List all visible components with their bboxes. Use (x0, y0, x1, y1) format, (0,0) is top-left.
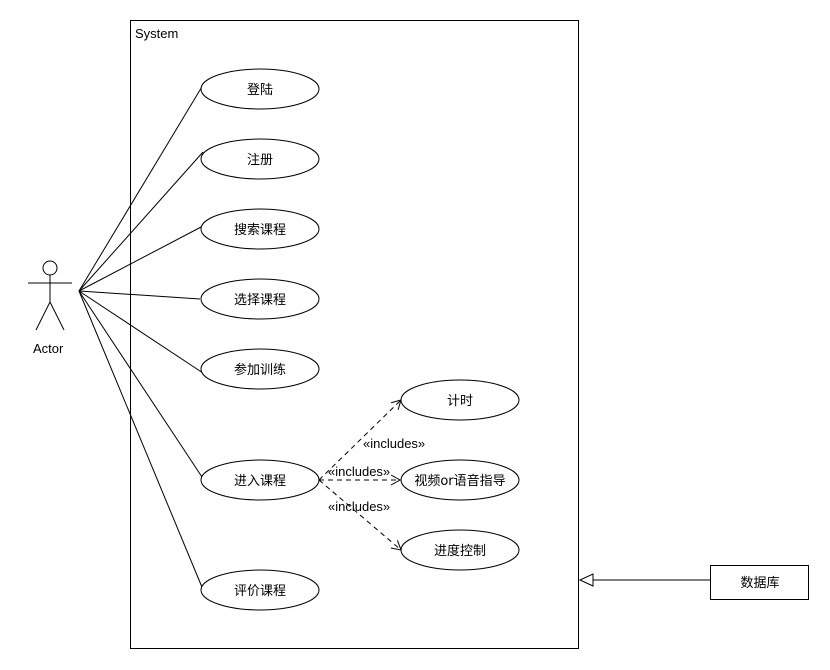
use-case-guidance[interactable]: 视频or语音指导 (400, 459, 520, 501)
include-label-progress: «includes» (328, 499, 390, 514)
use-case-enter-course[interactable]: 进入课程 (200, 459, 320, 501)
use-case-register-label: 注册 (247, 153, 273, 168)
use-case-rate-course-ellipse (200, 569, 320, 611)
use-case-progress-control-label: 进度控制 (434, 543, 486, 559)
actor-label: Actor (33, 341, 64, 356)
association-login (78, 84, 204, 292)
use-case-rate-course-label: 评价课程 (234, 584, 286, 599)
use-case-login[interactable]: 登陆 (200, 68, 320, 110)
use-case-select-course[interactable]: 选择课程 (200, 278, 320, 320)
use-case-guidance-ellipse (400, 459, 520, 501)
database-rect (710, 565, 809, 600)
actor-right-leg (49, 301, 65, 331)
include-relations (318, 399, 402, 551)
include-line-timer (318, 399, 402, 481)
use-case-login-label: 登陆 (247, 82, 273, 98)
use-case-search-course-ellipse (200, 208, 320, 250)
database-label: 数据库 (740, 575, 779, 591)
use-case-select-course-ellipse (200, 278, 320, 320)
use-case-join-training-ellipse (200, 348, 320, 390)
use-case-timer[interactable]: 计时 (400, 379, 520, 421)
database-box[interactable]: 数据库 (710, 565, 809, 600)
use-case-register[interactable]: 注册 (200, 138, 320, 180)
use-case-enter-course-label: 进入课程 (234, 474, 286, 489)
association-search-course (78, 225, 204, 292)
actor-left-leg (35, 301, 51, 331)
use-case-select-course-label: 选择课程 (234, 293, 286, 308)
use-case-join-training-label: 参加训练 (234, 362, 286, 378)
association-enter-course (78, 290, 205, 481)
association-register (78, 151, 204, 292)
system-title: System (135, 26, 178, 41)
use-case-search-course[interactable]: 搜索课程 (200, 208, 320, 250)
use-case-register-ellipse (200, 138, 320, 180)
use-case-progress-control-ellipse (400, 529, 520, 571)
use-case-progress-control[interactable]: 进度控制 (400, 529, 520, 571)
use-case-rate-course[interactable]: 评价课程 (200, 569, 320, 611)
actor (28, 260, 72, 331)
association-join-training (78, 290, 207, 376)
use-case-timer-label: 计时 (447, 394, 473, 409)
actor-associations (78, 84, 207, 593)
actor-head (42, 260, 58, 276)
use-case-search-course-label: 搜索课程 (234, 223, 286, 238)
association-select-course (78, 290, 201, 300)
use-case-guidance-label: 视频or语音指导 (414, 473, 505, 489)
include-label-guidance: «includes» (328, 464, 390, 479)
use-case-login-ellipse (200, 68, 320, 110)
association-rate-course (78, 290, 205, 593)
use-case-timer-ellipse (400, 379, 520, 421)
include-label-timer: «includes» (363, 436, 425, 451)
use-case-join-training[interactable]: 参加训练 (200, 348, 320, 390)
